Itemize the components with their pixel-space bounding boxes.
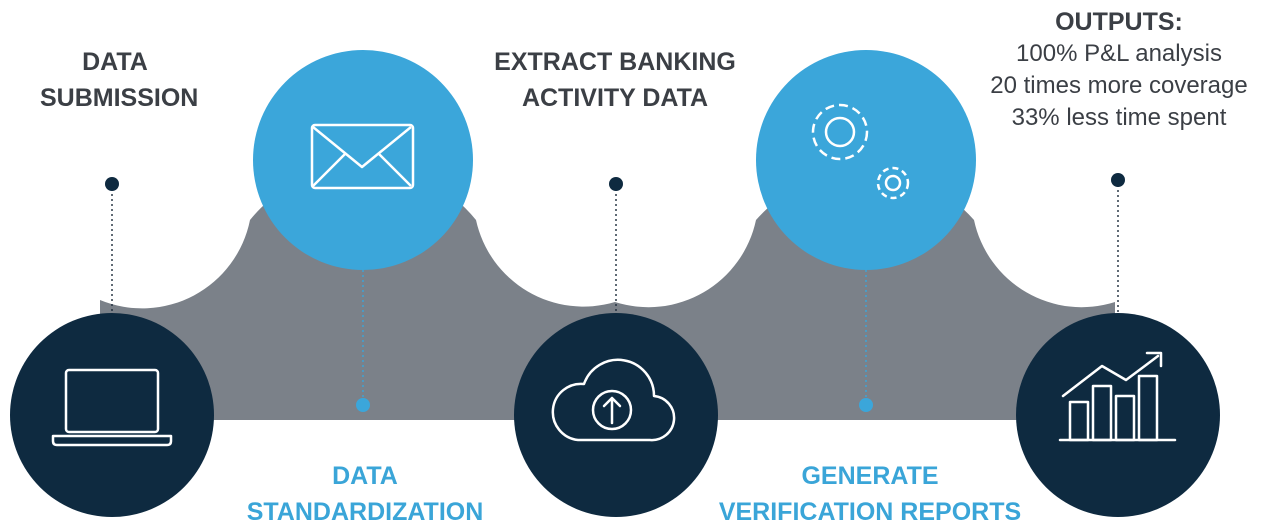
step-circle-1 — [10, 313, 214, 517]
step-2-label-line-2: STANDARDIZATION — [246, 498, 484, 526]
dot-4 — [859, 398, 873, 412]
dot-1 — [105, 177, 119, 191]
step-circle-4 — [756, 50, 976, 270]
output-line-1: 100% P&L analysis — [1016, 40, 1222, 67]
step-4-label-line-1: GENERATE — [801, 462, 939, 490]
step-3-label-line-1: EXTRACT BANKING — [494, 48, 736, 76]
step-label-data-submission: DATA SUBMISSION — [40, 44, 199, 116]
step-label-generate-reports: GENERATE VERIFICATION REPORTS — [700, 458, 1040, 530]
step-circle-3 — [514, 313, 718, 517]
step-label-extract-banking: EXTRACT BANKING ACTIVITY DATA — [470, 44, 760, 116]
step-3-label-line-2: ACTIVITY DATA — [521, 84, 709, 112]
step-4-label-line-2: VERIFICATION REPORTS — [718, 498, 1022, 526]
output-line-2: 20 times more coverage — [990, 72, 1248, 99]
step-1-label-line-2: SUBMISSION — [40, 84, 199, 112]
gears-icon — [811, 103, 910, 200]
step-label-data-standardization: DATA STANDARDIZATION — [220, 458, 510, 530]
outputs-block: OUTPUTS: 100% P&L analysis 20 times more… — [962, 6, 1276, 134]
laptop-icon — [51, 368, 173, 447]
dot-5 — [1111, 173, 1125, 187]
output-line-3: 33% less time spent — [1011, 104, 1227, 131]
outputs-title: OUTPUTS: — [1055, 8, 1183, 36]
dot-2 — [356, 398, 370, 412]
dot-3 — [609, 177, 623, 191]
step-2-label-line-1: DATA — [332, 462, 398, 490]
bar-chart-growth-icon — [1058, 351, 1177, 442]
envelope-icon — [310, 123, 415, 190]
cloud-upload-icon — [551, 358, 676, 442]
step-circle-2 — [253, 50, 473, 270]
step-1-label-line-1: DATA — [82, 48, 148, 76]
step-circle-5 — [1016, 313, 1220, 517]
